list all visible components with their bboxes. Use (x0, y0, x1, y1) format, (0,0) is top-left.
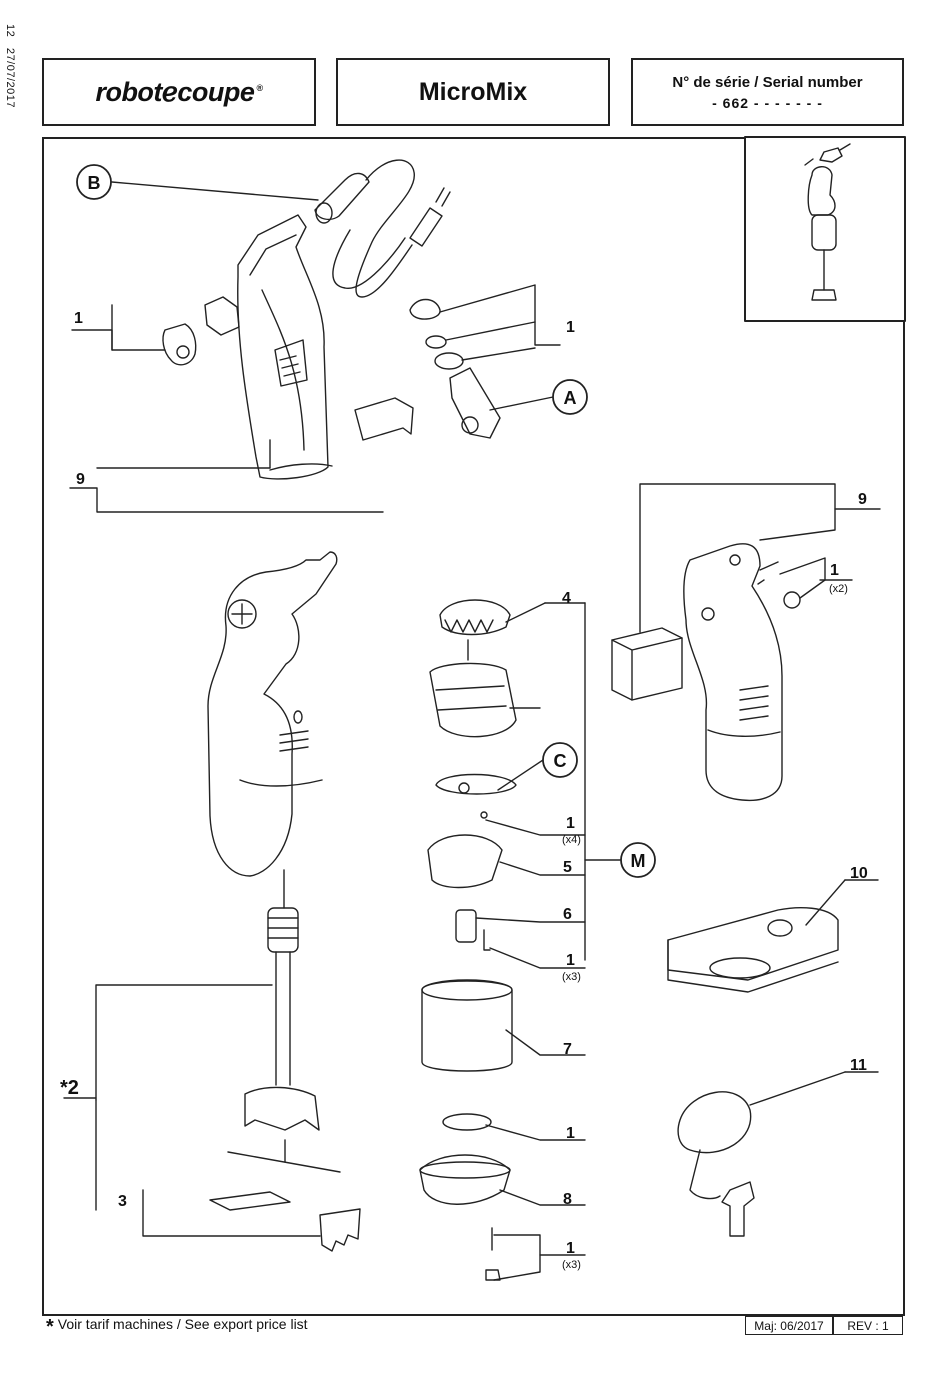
part-number-1-center-b: 1 (566, 952, 575, 969)
part-number-11: 11 (850, 1057, 867, 1074)
part-number-9-left: 9 (76, 471, 85, 488)
footer-note: *Voir tarif machines / See export price … (46, 1316, 308, 1339)
footer-asterisk: * (46, 1316, 54, 1338)
mounting-part-drawing (678, 1072, 878, 1236)
part-number-9-right: 9 (858, 491, 867, 508)
part-number-5: 5 (563, 859, 572, 876)
part-number-7: 7 (563, 1041, 572, 1058)
motor-stack-drawing (420, 600, 516, 1280)
power-cord-drawing (315, 160, 450, 297)
footer-note-text: Voir tarif machines / See export price l… (58, 1316, 308, 1332)
callout-B-label: B (88, 173, 101, 193)
callout-B: B (77, 165, 111, 199)
callout-A: A (553, 380, 587, 414)
callout-M-label: M (631, 851, 646, 871)
accessory-stand-drawing (668, 880, 878, 992)
part-number-1-bottom: 1 (566, 1240, 575, 1257)
quantity-x4-center: (x4) (562, 834, 581, 846)
part-number-1-right: 1 (830, 562, 839, 579)
part-number-1-top-left: 1 (74, 310, 83, 327)
revision-number: REV : 1 (833, 1316, 903, 1335)
handle-half-drawing (238, 215, 332, 479)
leader-lines-center (476, 603, 620, 1280)
quantity-x3-center: (x3) (562, 971, 581, 983)
revision-date: Maj: 06/2017 (745, 1316, 833, 1335)
part-number-1-top-right: 1 (566, 319, 575, 336)
leader-lines-top (70, 182, 560, 512)
thumbnail-drawing (745, 137, 905, 321)
part-number-2: *2 (60, 1077, 79, 1099)
part-number-3: 3 (118, 1193, 127, 1210)
quantity-x2: (x2) (829, 583, 848, 595)
part-number-4: 4 (562, 590, 571, 607)
callout-M: M (621, 843, 655, 877)
part-number-6: 6 (563, 906, 572, 923)
callout-C-label: C (554, 751, 567, 771)
quantity-x3-bottom: (x3) (562, 1259, 581, 1271)
callout-A-label: A (564, 388, 577, 408)
callout-C: C (543, 743, 577, 777)
small-parts-right-drawing (355, 300, 500, 441)
part-number-8: 8 (563, 1191, 572, 1208)
part-number-1-center-c: 1 (566, 1125, 575, 1142)
part-number-10: 10 (850, 865, 868, 882)
small-parts-left-drawing (163, 297, 239, 365)
part-number-1-center-a: 1 (566, 815, 575, 832)
